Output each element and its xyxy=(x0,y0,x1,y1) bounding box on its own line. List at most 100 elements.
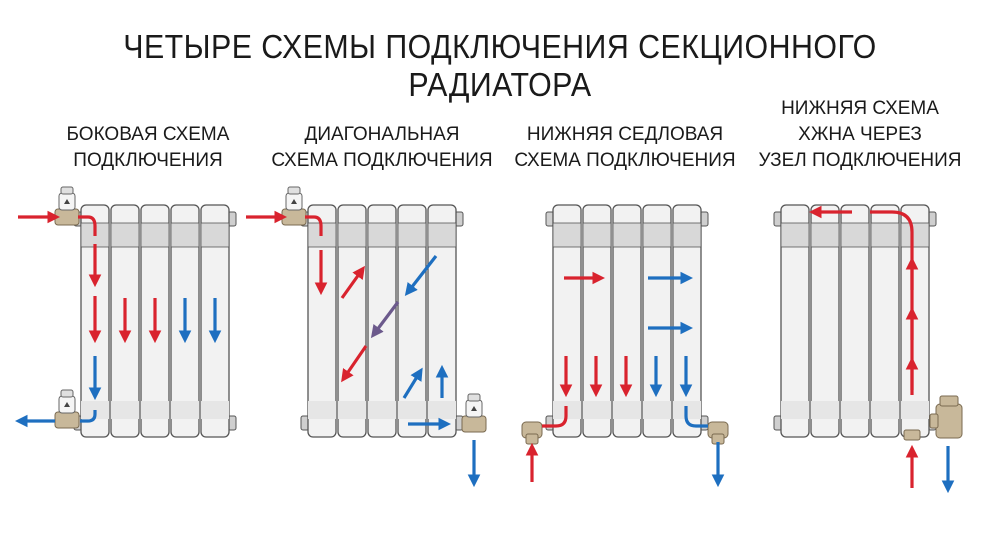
valve-mark xyxy=(291,199,297,204)
radiator-lower-band xyxy=(901,401,929,419)
radiator-lower-band xyxy=(841,401,869,419)
flow-path-hot xyxy=(542,406,568,428)
radiator-lower-band xyxy=(201,401,229,419)
radiator-lower-band xyxy=(643,401,671,419)
flow-path-cold xyxy=(80,410,97,423)
radiator-section xyxy=(642,204,672,438)
radiator-section xyxy=(582,204,612,438)
radiator xyxy=(545,204,709,438)
valve-cap xyxy=(60,186,74,195)
valve-body xyxy=(461,415,487,433)
radiator-collector-band xyxy=(337,222,367,248)
valve-mark xyxy=(471,406,477,411)
radiators-layer xyxy=(73,204,937,438)
node-inlet xyxy=(903,429,921,441)
thermostatic-valve xyxy=(54,389,80,429)
radiator-lower-band xyxy=(613,401,641,419)
radiator-collector-band xyxy=(552,222,582,248)
radiator-section xyxy=(870,204,900,438)
radiator-section xyxy=(612,204,642,438)
radiator-collector-band xyxy=(780,222,810,248)
valve-mark xyxy=(64,199,70,204)
scheme-label-bottom-node: НИЖНЯЯ СХЕМА ХЖНА ЧЕРЕЗ УЗЕЛ ПОДКЛЮЧЕНИЯ xyxy=(740,96,980,174)
radiator-section xyxy=(427,204,457,438)
radiator-collector-band xyxy=(582,222,612,248)
flow-path-cold xyxy=(684,406,708,428)
radiator-collector-band xyxy=(140,222,170,248)
scheme-label-line: ПОДКЛЮЧЕНИЯ xyxy=(73,150,223,171)
radiator-collector-band xyxy=(367,222,397,248)
radiator xyxy=(773,204,937,438)
flow-arrow-mixed xyxy=(370,301,400,339)
radiator-lower-band xyxy=(308,401,336,419)
pipe-elbow xyxy=(707,421,729,445)
radiator-section xyxy=(810,204,840,438)
thermostatic-valve xyxy=(54,186,80,226)
radiator-collector-band xyxy=(840,222,870,248)
radiator-collector-band xyxy=(170,222,200,248)
flow-arrow-hot xyxy=(340,265,365,299)
scheme-label-line: СХЕМА ПОДКЛЮЧЕНИЯ xyxy=(271,150,493,171)
thermostatic-valve xyxy=(461,393,487,433)
radiator-section xyxy=(672,204,702,438)
node-body xyxy=(935,403,963,439)
pipe-elbow xyxy=(521,421,543,445)
radiator-section xyxy=(552,204,582,438)
scheme-label-line: НИЖНЯЯ СХЕМА xyxy=(781,98,939,119)
valve-mark xyxy=(64,402,70,407)
flow-arrows-layer xyxy=(14,205,955,494)
radiator-lower-band xyxy=(428,401,456,419)
valve-body xyxy=(54,208,80,226)
flow-path-hot xyxy=(78,215,97,236)
radiator-lower-band xyxy=(781,401,809,419)
radiator-collector-band xyxy=(612,222,642,248)
radiator-section xyxy=(840,204,870,438)
radiator-lower-band xyxy=(141,401,169,419)
radiator-collector-band xyxy=(672,222,702,248)
radiator-collector-band xyxy=(900,222,930,248)
radiator-collector-band xyxy=(642,222,672,248)
node-cap xyxy=(939,395,959,407)
radiator-collector-band xyxy=(870,222,900,248)
valve-body xyxy=(281,208,307,226)
radiator-lower-band xyxy=(338,401,366,419)
radiator-section xyxy=(780,204,810,438)
scheme-label-line: СХЕМА ПОДКЛЮЧЕНИЯ xyxy=(514,150,736,171)
radiator-lower-band xyxy=(171,401,199,419)
thermostatic-valve xyxy=(281,186,307,226)
scheme-label-line: БОКОВАЯ СХЕМА xyxy=(66,124,230,145)
node-stub xyxy=(929,413,939,429)
radiator-collector-band xyxy=(427,222,457,248)
radiator-lower-band xyxy=(871,401,899,419)
flow-path-hot xyxy=(305,215,323,236)
radiator-lower-band xyxy=(398,401,426,419)
radiator-lower-band xyxy=(368,401,396,419)
radiator-collector-band xyxy=(810,222,840,248)
valve-cap xyxy=(287,186,301,195)
scheme-label-side: БОКОВАЯ СХЕМА ПОДКЛЮЧЕНИЯ xyxy=(28,122,268,174)
scheme-label-line: ХЖНА ЧЕРЕЗ xyxy=(798,124,922,145)
valve-cap xyxy=(60,389,74,398)
elbow-stub xyxy=(525,433,539,445)
flow-arrow-cold xyxy=(402,367,423,399)
radiator-collector-band xyxy=(397,222,427,248)
scheme-label-diagonal: ДИАГОНАЛЬНАЯ СХЕМА ПОДКЛЮЧЕНИЯ xyxy=(262,122,502,174)
flow-path-hot xyxy=(870,210,914,395)
flow-arrow-cold xyxy=(404,255,438,297)
valve-body xyxy=(54,411,80,429)
radiator-collector-band xyxy=(110,222,140,248)
scheme-label-saddle: НИЖНЯЯ СЕДЛОВАЯ СХЕМА ПОДКЛЮЧЕНИЯ xyxy=(505,122,745,174)
radiator-lower-band xyxy=(111,401,139,419)
page-title: ЧЕТЫРЕ СХЕМЫ ПОДКЛЮЧЕНИЯ СЕКЦИОННОГО РАД… xyxy=(123,28,877,103)
flow-arrow-hot xyxy=(341,345,368,383)
scheme-label-line: НИЖНЯЯ СЕДЛОВАЯ xyxy=(526,124,724,145)
scheme-label-line: ДИАГОНАЛЬНАЯ xyxy=(304,124,460,145)
valve-cap xyxy=(467,393,481,402)
radiator-lower-band xyxy=(811,401,839,419)
scheme-label-line: УЗЕЛ ПОДКЛЮЧЕНИЯ xyxy=(758,150,962,171)
radiator-lower-band xyxy=(583,401,611,419)
connection-node xyxy=(903,395,963,441)
radiator-collector-band xyxy=(200,222,230,248)
radiator-section xyxy=(307,204,337,438)
